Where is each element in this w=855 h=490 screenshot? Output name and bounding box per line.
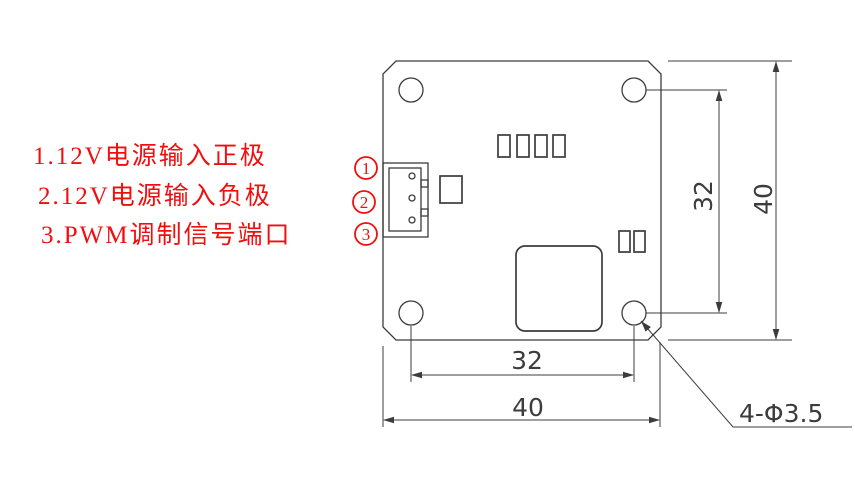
dim-arrow-left — [383, 416, 394, 424]
dim-arrow-down — [772, 329, 780, 340]
callout-circle-1 — [354, 156, 378, 180]
pin-callouts: 1 2 3 — [352, 156, 378, 246]
leader-arrow — [641, 321, 651, 332]
connector-pin-1 — [408, 172, 416, 180]
connector-pin-2 — [408, 194, 416, 202]
mounting-hole-top-left — [398, 77, 424, 103]
connector-latch-bottom — [420, 208, 429, 217]
callout-number-2: 2 — [360, 193, 369, 212]
legend-line-3: 3.PWM调制信号端口 — [41, 221, 291, 249]
component-pad-right-1 — [618, 230, 631, 253]
callout-number-3: 3 — [362, 225, 371, 244]
component-pad-4 — [552, 134, 566, 158]
dimension-right-board-size: 40 — [668, 60, 792, 341]
ic-chip-body — [515, 245, 603, 332]
connector-3pin — [382, 162, 429, 238]
board-outline — [382, 60, 662, 341]
dim-arrow-up — [715, 90, 723, 101]
mounting-hole-bottom-right — [621, 300, 647, 326]
dim-value-bottom-board-size: 40 — [512, 393, 544, 422]
connector-latch-top — [420, 179, 429, 188]
dim-arrow-right — [649, 416, 660, 424]
component-pad-1 — [497, 134, 511, 158]
dimension-bottom-board-size: 40 — [382, 342, 661, 427]
legend-line-1: 1.12V电源输入正极 — [33, 142, 267, 170]
component-pad-right-2 — [633, 230, 646, 253]
callout-number-1: 1 — [362, 159, 371, 178]
callout-circle-2 — [352, 190, 376, 214]
connector-outer-body — [382, 162, 429, 238]
legend-line-2: 2.12V电源输入负极 — [38, 182, 272, 210]
component-row — [497, 134, 566, 158]
component-pad-3 — [534, 134, 548, 158]
pin-callout-1: 1 — [354, 156, 378, 180]
component-pair-right — [618, 230, 646, 253]
callout-circle-3 — [354, 222, 378, 246]
dimension-right-hole-spacing: 32 — [646, 89, 727, 314]
dim-value-bottom-hole-spacing: 32 — [511, 346, 543, 375]
component-pad-2 — [516, 134, 530, 158]
connector-inner-body — [388, 167, 422, 232]
pin-callout-3: 3 — [354, 222, 378, 246]
pcb-board — [382, 60, 662, 341]
mounting-hole-bottom-left — [398, 300, 424, 326]
dim-value-right-hole-spacing: 32 — [689, 180, 718, 212]
legend: 1.12V电源输入正极 2.12V电源输入负极 3.PWM调制信号端口 — [33, 142, 291, 249]
mounting-hole-top-right — [621, 77, 647, 103]
pin-callout-2: 2 — [352, 190, 376, 214]
dim-arrow-up — [772, 61, 780, 72]
dim-arrow-right — [623, 371, 634, 379]
connector-pin-3 — [408, 216, 416, 224]
dim-value-right-board-size: 40 — [749, 183, 778, 215]
hole-note-text: 4-Φ3.5 — [739, 399, 823, 428]
dimension-bottom-hole-spacing: 32 — [410, 326, 635, 382]
leader-line — [640, 320, 852, 428]
hole-note: 4-Φ3.5 — [640, 320, 852, 428]
component-small-rect — [439, 175, 463, 204]
dim-arrow-down — [715, 302, 723, 313]
dim-arrow-left — [411, 371, 422, 379]
